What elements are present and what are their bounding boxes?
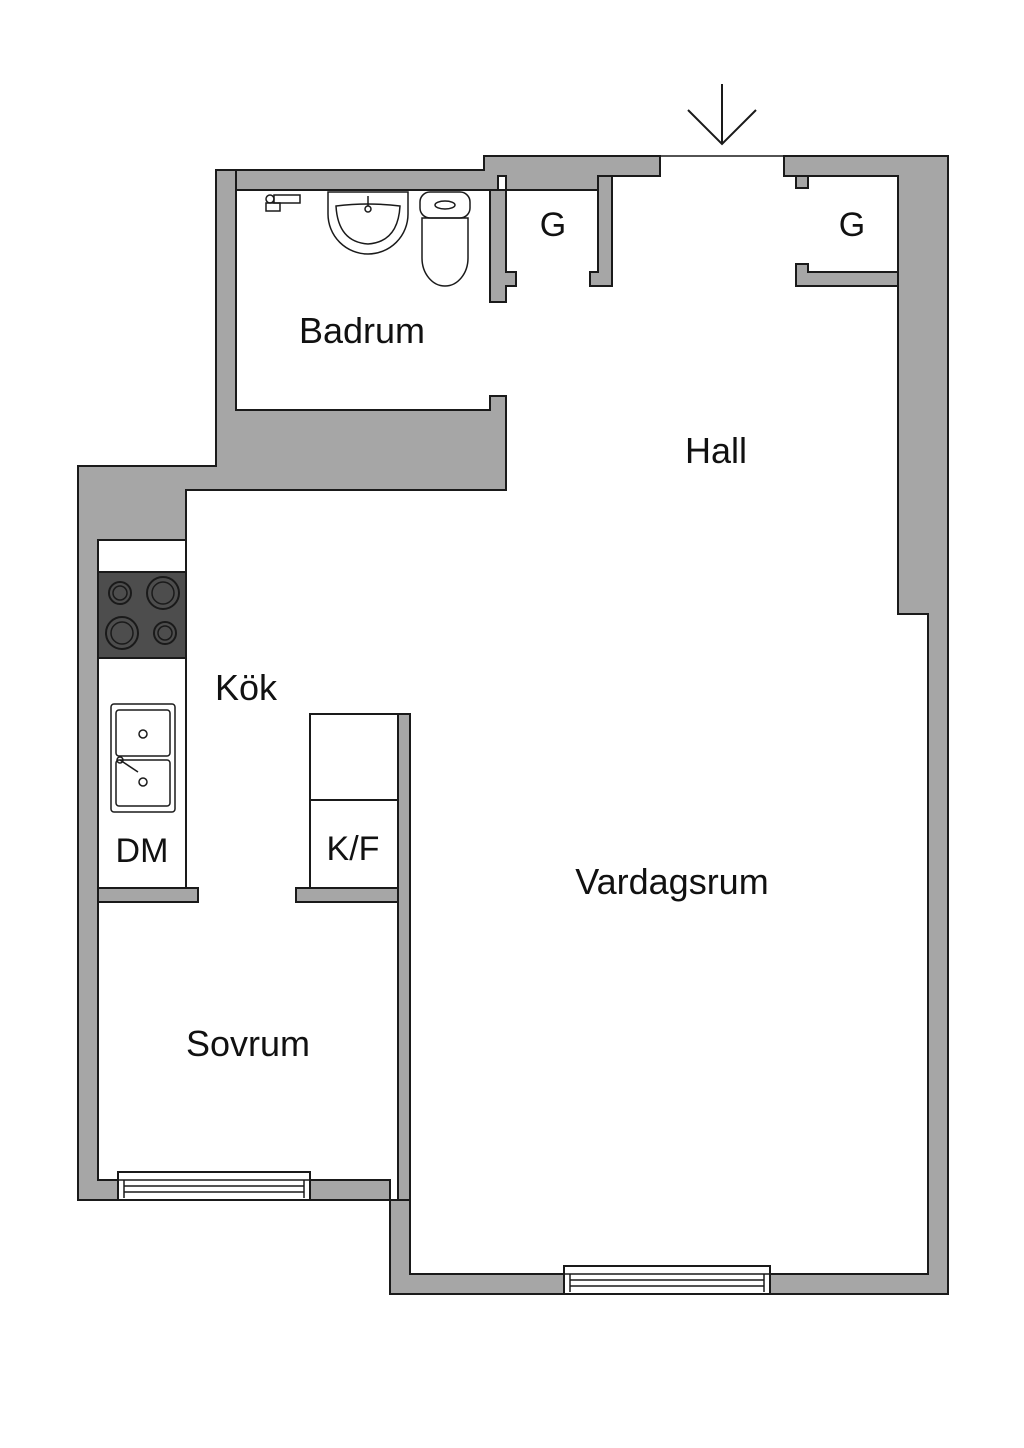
wall-kitchen-living (397, 713, 411, 1201)
wall-closet-2 (795, 263, 899, 287)
window-living (563, 1265, 771, 1295)
room-label-sovrum: Sovrum (186, 1023, 310, 1064)
appliance-label-dm: DM (116, 832, 169, 870)
closet-label-1: G (540, 206, 566, 244)
wall-closet-2-nib (795, 175, 809, 189)
wall-bath-closet (489, 189, 517, 303)
wall-top-right (389, 155, 949, 1295)
closet-label-2: G (839, 206, 865, 244)
wall-top-left (216, 155, 661, 191)
toilet-icon (419, 191, 471, 287)
wall-closet-1 (589, 175, 613, 287)
fridge-freezer (309, 713, 399, 889)
entrance-arrow-icon (687, 84, 757, 146)
room-label-vardagsrum: Vardagsrum (575, 861, 768, 902)
stove-icon (97, 571, 187, 659)
room-label-badrum: Badrum (299, 310, 425, 351)
wall-bedroom-top-right (295, 887, 399, 903)
kitchen-sink-icon (110, 703, 176, 813)
room-label-kok: Kök (215, 667, 278, 708)
appliance-label-kf: K/F (327, 830, 380, 868)
window-bedroom (117, 1171, 311, 1201)
room-label-hall: Hall (685, 430, 747, 471)
sink-icon (327, 191, 409, 255)
shower-icon (265, 194, 301, 212)
wall-bedroom-top-left (97, 887, 199, 903)
